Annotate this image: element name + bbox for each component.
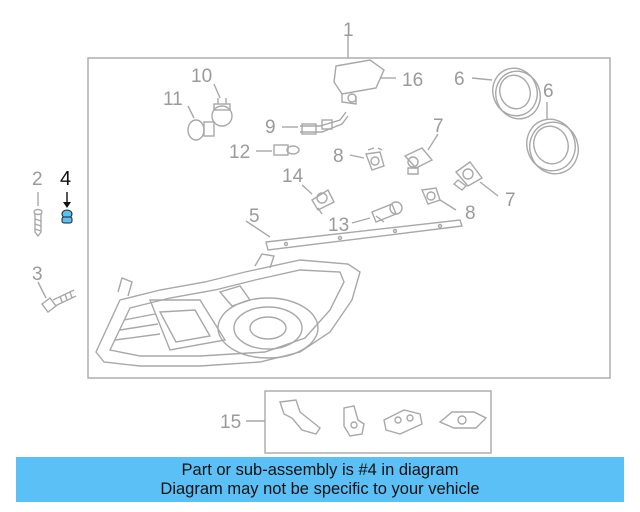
part-7-socket-lower	[452, 161, 499, 197]
callout-16: 16	[402, 70, 423, 91]
callout-6a: 6	[454, 69, 465, 90]
part-7-socket-upper	[403, 133, 439, 175]
callout-2: 2	[32, 169, 43, 190]
assembly-frame	[87, 57, 611, 379]
part-4-clip	[61, 192, 73, 224]
part-3-bolt	[37, 281, 77, 313]
part-13-bulb	[351, 201, 403, 224]
part-15-bracket-b	[343, 405, 365, 437]
callout-1: 1	[343, 20, 354, 41]
callout-9: 9	[265, 117, 276, 138]
part-15-bracket-a	[279, 399, 321, 435]
callout-8b: 8	[465, 203, 476, 224]
part-15-bracket-d	[438, 411, 488, 429]
part-11-bulb	[187, 105, 215, 141]
callout-5: 5	[249, 206, 260, 227]
part-6-ring-upper	[471, 67, 541, 120]
part-8-socket-lower	[420, 187, 457, 211]
part-14-bulb	[301, 184, 335, 215]
callout-10: 10	[191, 66, 212, 87]
part-9-wire-harness	[282, 111, 349, 135]
headlamp-housing	[95, 253, 361, 367]
part-8-socket-upper	[349, 147, 385, 171]
callout-8a: 8	[333, 146, 344, 167]
part-16-control-module	[333, 59, 396, 105]
callout-3: 3	[32, 264, 43, 285]
callout-6b: 6	[543, 81, 554, 102]
info-banner: Part or sub-assembly is #4 in diagram Di…	[16, 457, 624, 502]
callout-13: 13	[328, 215, 349, 236]
banner-line-1: Part or sub-assembly is #4 in diagram	[181, 461, 459, 479]
subassembly-15-frame	[264, 390, 492, 454]
part-2-screw	[33, 192, 43, 238]
callout-7b: 7	[505, 190, 516, 211]
callout-4: 4	[60, 168, 71, 190]
part-12-bulb	[256, 144, 300, 156]
callout-11: 11	[163, 89, 183, 110]
callout-7a: 7	[433, 116, 444, 137]
part-6-ring-lower	[526, 102, 579, 175]
part-15-bracket-c	[383, 409, 423, 435]
callout-14: 14	[282, 166, 304, 187]
callout-15: 15	[220, 412, 241, 433]
part-5-trim-strip	[245, 219, 463, 251]
banner-line-2: Diagram may not be specific to your vehi…	[160, 480, 480, 498]
part-10-bulb	[211, 83, 233, 127]
callout-12: 12	[229, 142, 250, 163]
